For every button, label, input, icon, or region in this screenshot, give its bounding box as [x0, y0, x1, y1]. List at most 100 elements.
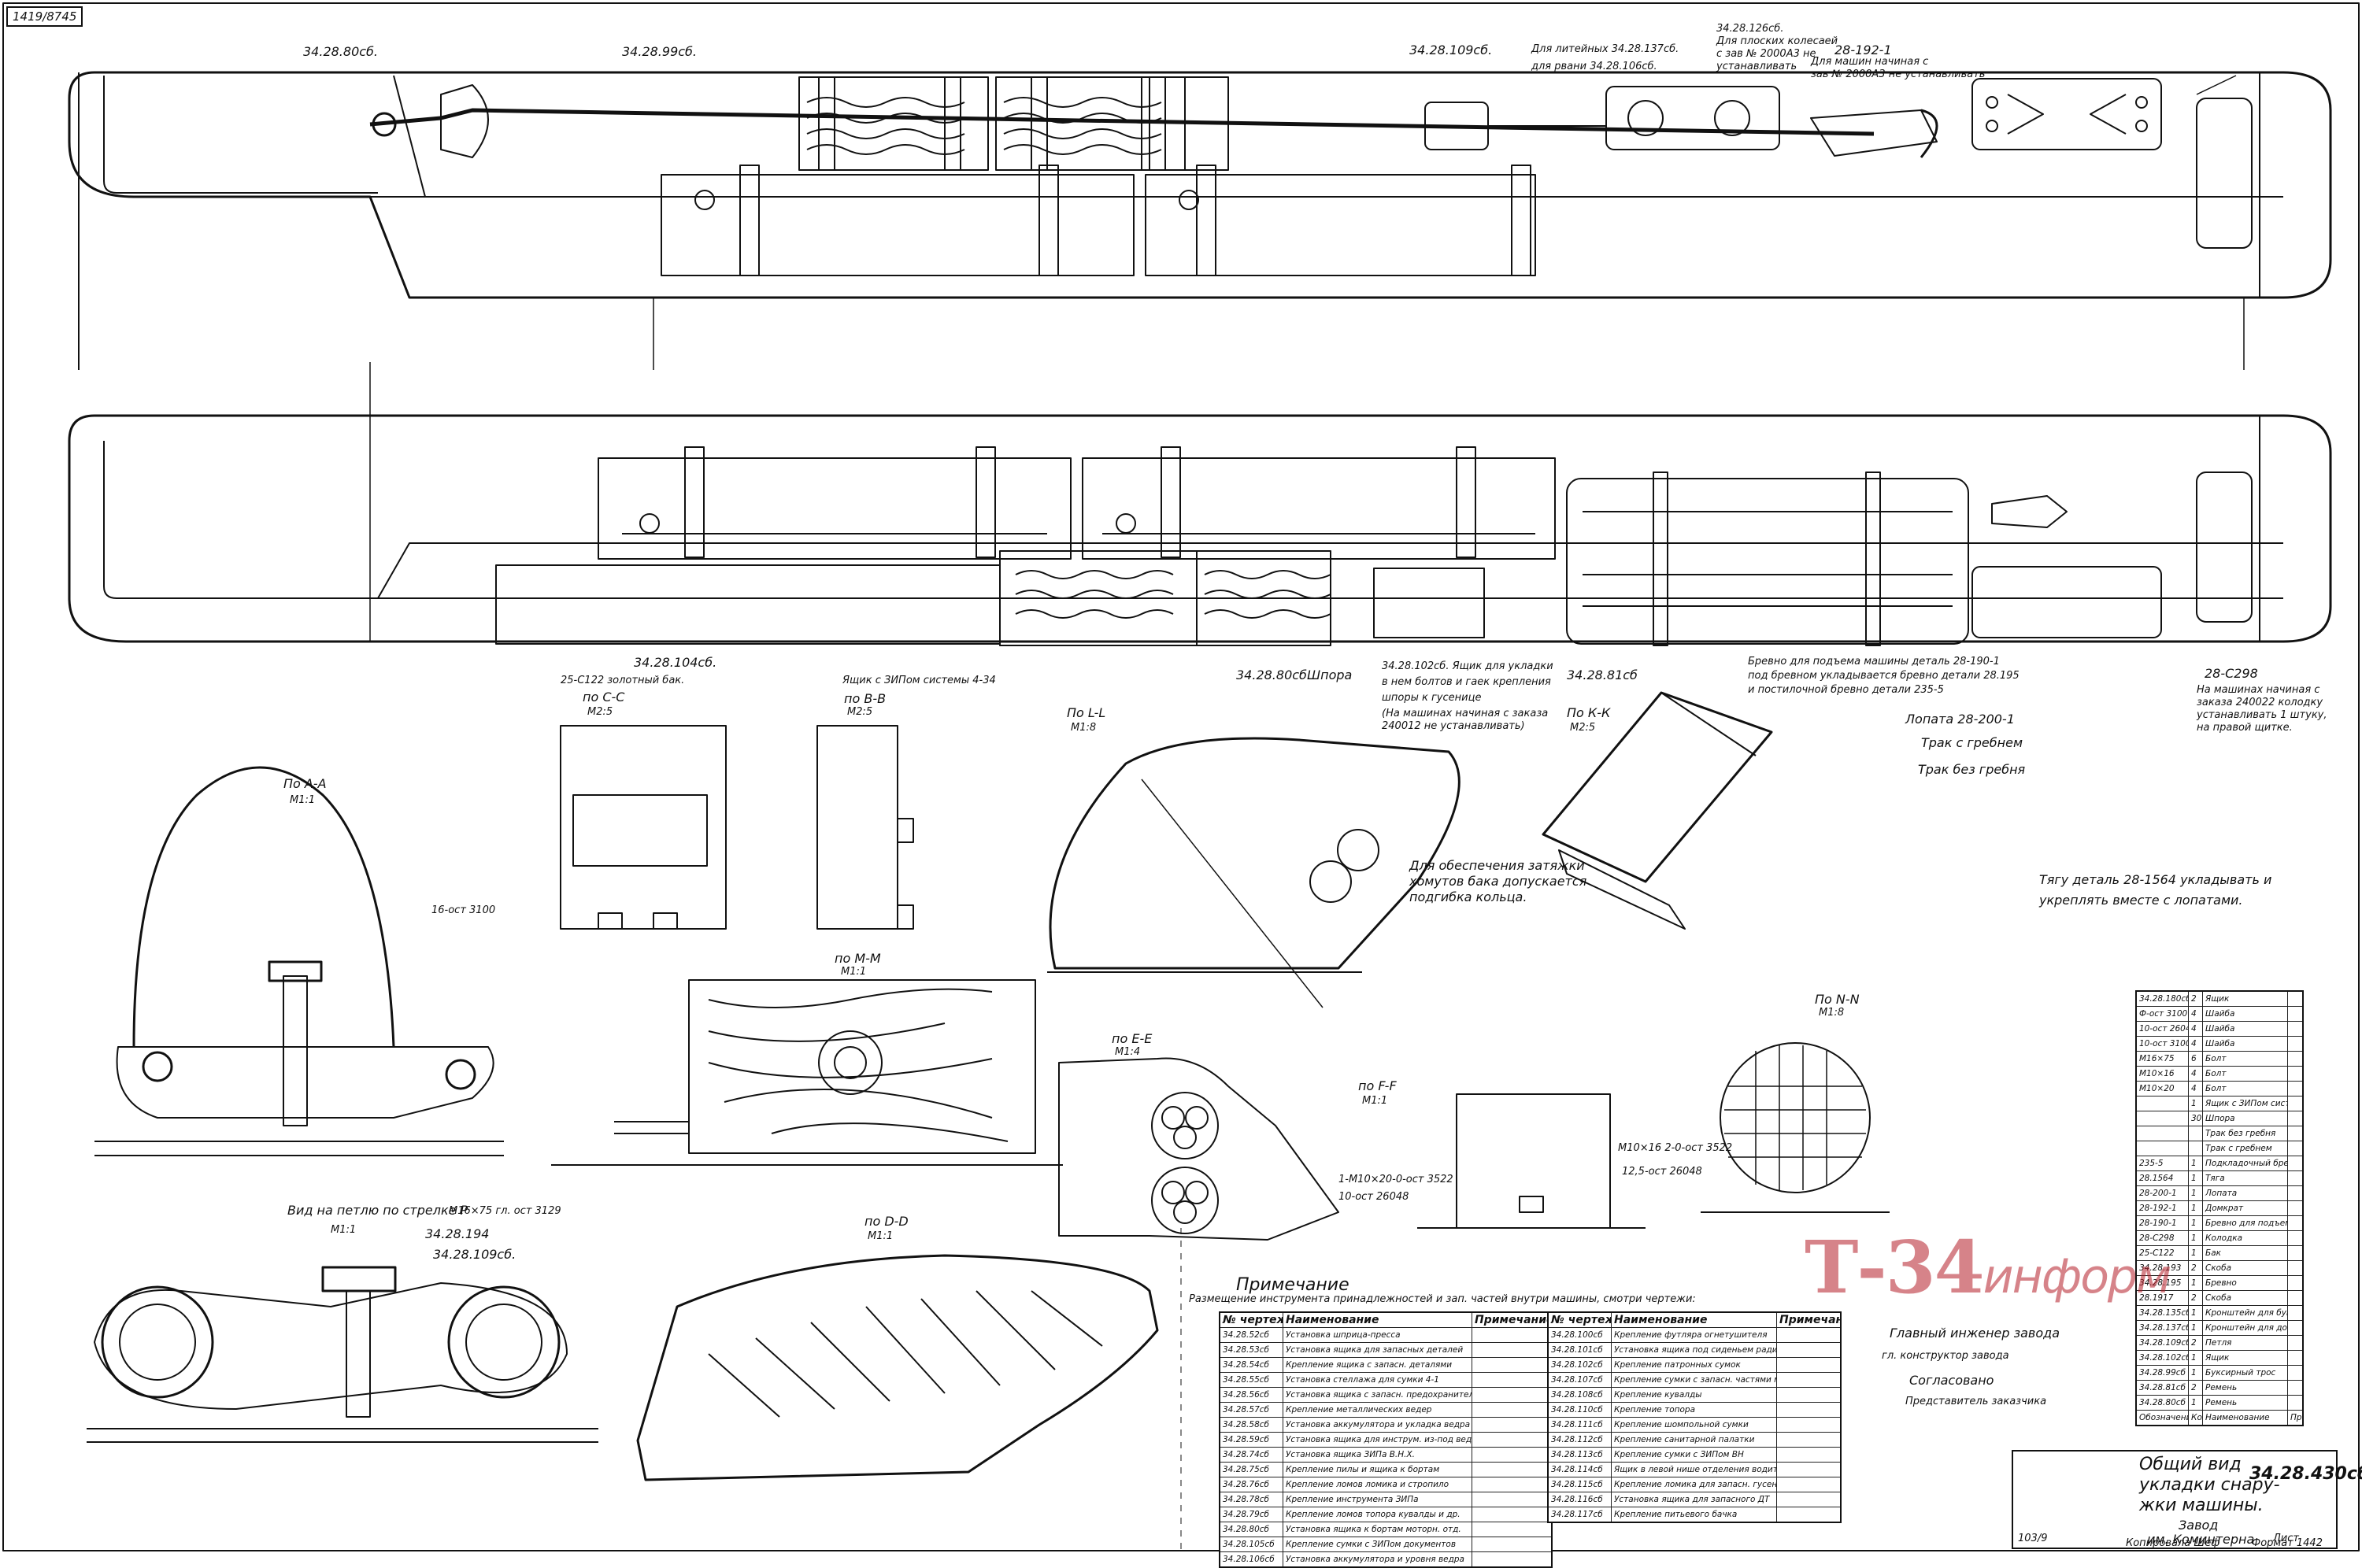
table-cell: Крепление патронных сумок	[1612, 1358, 1777, 1372]
table-cell	[2288, 1336, 2302, 1350]
table-cell: Установка аккумулятора и уровня ведра	[1283, 1552, 1472, 1566]
table-cell	[2288, 1052, 2302, 1066]
callout-label: 34.28.126сб.	[1716, 23, 1784, 35]
table-cell: Крепление ломов топора кувалды и др.	[1283, 1507, 1472, 1522]
table-row: Трак без гребня	[2137, 1126, 2302, 1141]
table-cell	[1777, 1477, 1840, 1492]
section-dd-tray	[636, 1254, 1159, 1481]
table-cell: 34.28.54сб	[1220, 1358, 1283, 1372]
callout-label: под бревном укладывается бревно детали 2…	[1748, 670, 2020, 682]
callout-label: 240012 не устанавливать)	[1382, 720, 1525, 732]
table-cell	[1472, 1373, 1551, 1387]
table-cell	[1777, 1343, 1840, 1357]
approval-label: Представитель заказчика	[1905, 1396, 2047, 1407]
archive-stamp: 1419/8745	[6, 6, 83, 27]
table-cell: 34.28.108сб	[1549, 1388, 1612, 1402]
table-cell: Скоба	[2203, 1291, 2288, 1305]
upper-spare-track-right	[1971, 78, 2253, 249]
callout-label: в нем болтов и гаек крепления	[1382, 676, 1551, 688]
table-cell	[1777, 1492, 1840, 1507]
view-title: По L-L	[1067, 705, 1106, 720]
callout-label: Бревно для подъема машины деталь 28-190-…	[1748, 656, 2000, 668]
callout-label: Трак без гребня	[1918, 762, 2026, 777]
table-cell	[2288, 1156, 2302, 1170]
copy-note: Копировала Шеф	[2126, 1537, 2220, 1549]
section-aa-grouser	[94, 766, 504, 1156]
table-cell: 1	[2189, 1246, 2203, 1260]
callout-label: 34.28.80сб.	[303, 44, 378, 59]
jack-assembly	[1424, 86, 1780, 150]
table-cell: 2	[2189, 1336, 2203, 1350]
table-cell: Установка шприца-пресса	[1283, 1328, 1472, 1342]
table-cell: 30	[2189, 1111, 2203, 1126]
table-cell: 28.1564	[2137, 1171, 2189, 1185]
table-cell	[2137, 1096, 2189, 1111]
table-cell	[2288, 1141, 2302, 1156]
callout-label: хомутов бака допускается	[1409, 874, 1587, 889]
view-title: по Е-Е	[1112, 1031, 1153, 1046]
approval-label: гл. конструктор завода	[1882, 1350, 2009, 1362]
table-cell	[2288, 1171, 2302, 1185]
table-cell: Ф-ост 3100	[2137, 1007, 2189, 1021]
table-cell: 34.28.105сб	[1220, 1537, 1283, 1551]
table-cell: 34.28.180сб	[2137, 992, 2189, 1006]
table-cell: Болт	[2203, 1067, 2288, 1081]
table-cell: Лопата	[2203, 1186, 2288, 1200]
callout-label: На машинах начиная с	[2197, 684, 2320, 696]
table-row: Обозначение чертежаКол.НаименованиеПриме…	[2137, 1411, 2302, 1425]
date-label: 103/9	[2018, 1533, 2048, 1544]
table-cell	[1472, 1552, 1551, 1566]
table-cell: 1	[2189, 1306, 2203, 1320]
table-cell	[1472, 1522, 1551, 1537]
callout-label: Для плоских колесаей	[1716, 35, 1838, 47]
table-cell	[2288, 1381, 2302, 1395]
table-cell	[2137, 1141, 2189, 1156]
section-mm-log	[551, 979, 1063, 1166]
table-cell	[2288, 1037, 2302, 1051]
callout-label: 34.28.109сб.	[1409, 43, 1493, 57]
table-cell: 2	[2189, 1261, 2203, 1275]
view-scale: М2:5	[1570, 722, 1596, 734]
table-cell: 34.28.55сб	[1220, 1373, 1283, 1387]
table-cell	[2288, 1246, 2302, 1260]
table-cell	[2288, 1276, 2302, 1290]
table-cell: 34.28.78сб	[1220, 1492, 1283, 1507]
table-cell	[1777, 1448, 1840, 1462]
table-cell: 34.28.116сб	[1549, 1492, 1612, 1507]
callout-label: 34.28.109сб.	[433, 1247, 516, 1262]
table-cell: Шайба	[2203, 1022, 2288, 1036]
table-header-cell: Примечание	[1475, 1314, 1551, 1326]
table-cell: 34.28.115сб	[1549, 1477, 1612, 1492]
table-cell: Крепление инструмента ЗИПа	[1283, 1492, 1472, 1507]
table-cell: 1	[2189, 1366, 2203, 1380]
view-loop	[87, 1266, 598, 1443]
table-cell: 34.28.109сб	[2137, 1336, 2189, 1350]
table-cell: Установка ящика для запасных деталей	[1283, 1343, 1472, 1357]
table-cell: 34.28.76сб	[1220, 1477, 1283, 1492]
table-cell: Ремень	[2203, 1381, 2288, 1395]
drawing-title-line2: укладки снару-	[2139, 1475, 2280, 1495]
table-cell: Крепление сумки с ЗИПом ВН	[1612, 1448, 1777, 1462]
view-title: по В-В	[844, 691, 887, 706]
table-cell	[2288, 1261, 2302, 1275]
table-cell: Домкрат	[2203, 1201, 2288, 1215]
table-cell: Кронштейн для буксирного троса	[2203, 1306, 2288, 1320]
table-cell: 1	[2189, 1351, 2203, 1365]
notes-title: Примечание	[1236, 1275, 1349, 1295]
table-cell	[1777, 1463, 1840, 1477]
callout-label: 34.28.81сб	[1567, 668, 1638, 682]
view-title: По А-А	[283, 776, 327, 791]
